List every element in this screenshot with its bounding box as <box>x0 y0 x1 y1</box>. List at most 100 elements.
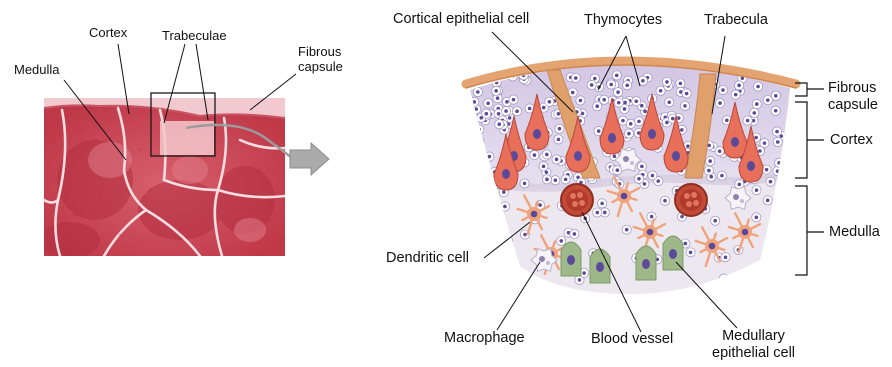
thymocyte <box>632 97 641 106</box>
thymocyte <box>501 106 510 115</box>
fibrous-capsule-bracket-label-line2: capsule <box>828 97 878 114</box>
thymus-lobule-illustration <box>450 40 810 310</box>
thymocyte <box>706 156 715 165</box>
thymocyte <box>682 89 691 98</box>
cortex-bracket-label: Cortex <box>830 132 873 149</box>
thymocyte <box>763 96 772 105</box>
thymocyte <box>467 178 476 187</box>
thymocyte <box>711 216 720 225</box>
thymocyte <box>471 157 480 166</box>
thymocyte <box>752 99 761 108</box>
thymocyte <box>775 158 784 167</box>
thymocyte <box>542 150 551 159</box>
thymocyte <box>735 81 744 90</box>
thymocyte <box>612 71 621 80</box>
thymocyte <box>752 213 761 222</box>
thymocyte <box>557 236 566 245</box>
thymocyte <box>715 99 724 108</box>
thymocyte <box>771 91 780 100</box>
thymocyte <box>750 108 759 117</box>
thymocyte <box>773 167 782 176</box>
thymocyte <box>500 202 509 211</box>
thymocyte <box>743 116 752 125</box>
thymocyte <box>503 236 512 245</box>
thymocyte <box>648 171 657 180</box>
thymocyte <box>570 229 579 238</box>
thymocyte <box>731 90 740 99</box>
fibrous-capsule-label: Fibrous capsule <box>298 44 343 74</box>
thymocyte <box>551 176 560 185</box>
thymocyte <box>530 150 539 159</box>
thymocyte <box>757 266 766 275</box>
thymocyte <box>624 129 633 138</box>
thymocyte <box>587 80 596 89</box>
medulla-bracket-label: Medulla <box>829 224 880 241</box>
fibrous-capsule-label-line2: capsule <box>298 59 343 74</box>
thymocyte <box>512 107 521 116</box>
thymocyte <box>495 120 504 129</box>
thymocyte <box>718 85 727 94</box>
thymocyte <box>766 177 775 186</box>
thymocyte <box>719 274 728 283</box>
thymocyte <box>465 120 474 129</box>
cortex-label: Cortex <box>89 25 127 40</box>
thymocytes-label: Thymocytes <box>584 12 662 29</box>
thymocyte <box>475 136 484 145</box>
thymocyte <box>753 82 762 91</box>
trabecula-label: Trabecula <box>704 12 768 29</box>
thymocyte <box>763 196 772 205</box>
thymocyte <box>704 166 713 175</box>
thymocyte <box>634 117 643 126</box>
medullary-epithelial-cell <box>636 246 656 280</box>
layer-brackets <box>795 83 824 275</box>
thymocyte <box>637 162 646 171</box>
thymocyte <box>576 96 585 105</box>
thymocyte <box>686 248 695 257</box>
thymocyte <box>520 179 529 188</box>
medullary-epithelial-cell <box>663 236 683 270</box>
medullary-epithelial-cell <box>561 242 581 276</box>
thymocyte <box>626 119 635 128</box>
thymocyte <box>656 86 665 95</box>
thymocyte <box>593 102 602 111</box>
thymocyte <box>665 98 674 107</box>
fibrous-capsule-bracket-label-line1: Fibrous <box>828 80 878 97</box>
thymocyte <box>773 137 782 146</box>
thymocyte <box>721 253 730 262</box>
thymocyte <box>634 174 643 183</box>
thymocyte <box>507 256 516 265</box>
medullary-epithelial-cell-label: Medullary epithelial cell <box>712 328 795 362</box>
thymocyte <box>772 127 781 136</box>
thymocyte <box>468 154 477 163</box>
thymocyte <box>482 109 491 118</box>
thymocyte <box>623 81 632 90</box>
cortical-epithelial-cell-label: Cortical epithelial cell <box>393 11 529 28</box>
thymocyte <box>613 88 622 97</box>
thymocyte <box>600 95 609 104</box>
thymocyte <box>473 87 482 96</box>
thymocyte <box>593 208 602 217</box>
thymocyte <box>715 147 724 156</box>
thymocyte <box>607 80 616 89</box>
thymocyte <box>717 171 726 180</box>
thymocyte <box>561 175 570 184</box>
thymocyte <box>660 196 669 205</box>
fibrous-capsule-bracket-label: Fibrous capsule <box>828 80 878 114</box>
thymocyte <box>484 99 493 108</box>
thymocyte <box>614 98 623 107</box>
medullary-epithelial-cell-label-line1: Medullary <box>712 328 795 345</box>
thymocyte <box>545 97 554 106</box>
thymocyte <box>542 175 551 184</box>
thymocyte <box>552 155 561 164</box>
thymocyte <box>622 225 631 234</box>
macrophage-label: Macrophage <box>444 330 525 347</box>
thymocyte <box>465 124 474 133</box>
thymocyte <box>771 106 780 115</box>
thymocyte <box>509 95 518 104</box>
dendritic-cell-label: Dendritic cell <box>386 250 469 267</box>
thymocyte <box>554 135 563 144</box>
blood-vessel-label: Blood vessel <box>591 331 673 348</box>
medullary-epithelial-cell <box>590 249 610 283</box>
